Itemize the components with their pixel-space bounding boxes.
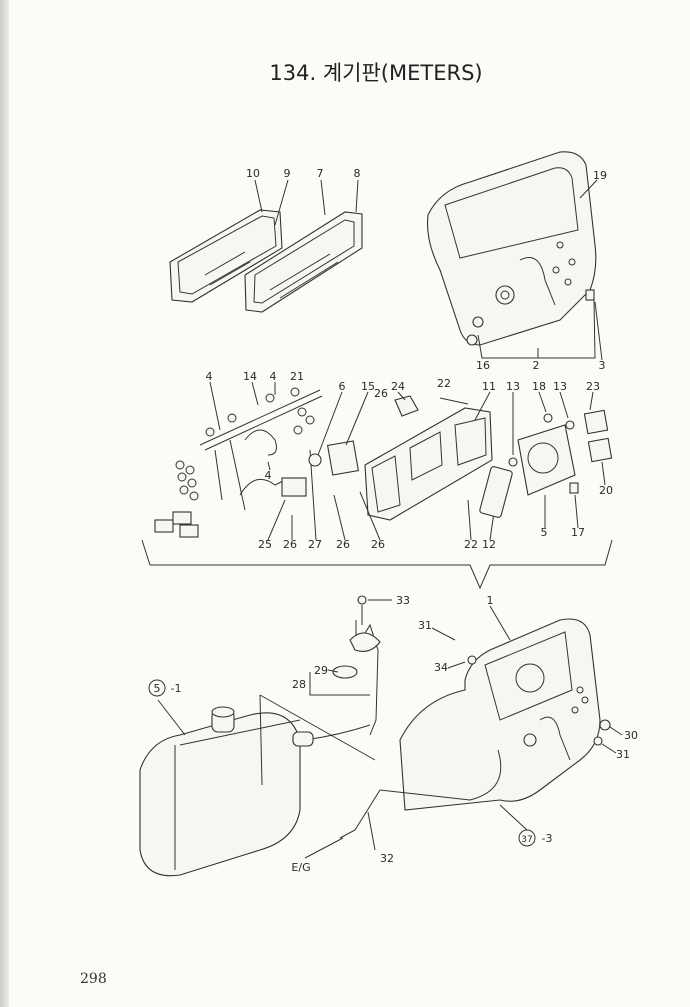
callout-9: 9	[284, 167, 291, 180]
callout-17: 17	[571, 526, 585, 539]
leader-lines-middle-right	[512, 391, 606, 529]
callout-20: 20	[599, 484, 613, 497]
callout-2: 2	[533, 359, 540, 372]
scan-edge	[0, 0, 9, 1007]
leader-lines-middle-center	[317, 391, 496, 541]
callout-circle-37	[518, 829, 536, 847]
leader-lines-middle-left	[209, 381, 317, 541]
fuel-sender-unit	[259, 595, 381, 786]
callout-37-ref: 37	[521, 835, 532, 845]
leader-lines-sender	[309, 599, 392, 696]
callout-19: 19	[593, 169, 607, 182]
callout-13-right: 13	[553, 380, 567, 393]
callout-4-harness: 4	[206, 370, 213, 383]
callout-28: 28	[292, 678, 306, 691]
callout-24: 24	[391, 380, 405, 393]
page-number: 298	[80, 971, 107, 987]
callout-22-top: 22	[437, 377, 451, 390]
dash-panel-assembly	[339, 618, 611, 839]
callout-18: 18	[532, 380, 546, 393]
callout-31-top: 31	[418, 619, 432, 632]
assembly-bracket	[141, 539, 613, 590]
callout-26-top: 26	[374, 387, 388, 400]
callout-21: 21	[290, 370, 304, 383]
callout-33: 33	[396, 594, 410, 607]
callout-1: 1	[487, 594, 494, 607]
callout-32: 32	[380, 852, 394, 865]
callout-29: 29	[314, 664, 328, 677]
callout-34: 34	[434, 661, 448, 674]
callout-26-bottom-2: 26	[336, 538, 350, 551]
callout-4-lower: 4	[265, 469, 272, 482]
meter-case	[308, 395, 493, 521]
callout-26-bottom-3: 26	[371, 538, 385, 551]
callout-27: 27	[308, 538, 322, 551]
callout-26-bottom-1: 26	[283, 538, 297, 551]
callout-circle-5	[148, 679, 166, 697]
leader-line-5-1	[157, 699, 186, 736]
callout-7: 7	[317, 167, 324, 180]
callout-23: 23	[586, 380, 600, 393]
callout-4-bulb: 4	[270, 370, 277, 383]
meter-cover	[426, 151, 597, 346]
gauge-and-indicators	[479, 409, 613, 518]
fuel-tank	[139, 706, 301, 877]
callout-5: 5	[541, 526, 548, 539]
callout-25: 25	[258, 538, 272, 551]
callout-8: 8	[354, 167, 361, 180]
callout-37-3: -3	[542, 832, 553, 845]
callout-5-1: -1	[171, 682, 182, 695]
callout-6: 6	[339, 380, 346, 393]
callout-5-ref: 5	[154, 682, 161, 695]
callout-12: 12	[482, 538, 496, 551]
wire-harness	[154, 387, 323, 538]
callout-31-bottom: 31	[616, 748, 630, 761]
callout-3: 3	[599, 359, 606, 372]
leader-lines-dash	[304, 605, 623, 859]
meter-panel-gaskets	[169, 209, 363, 313]
callout-16: 16	[476, 359, 490, 372]
callout-22-bottom: 22	[464, 538, 478, 551]
leader-lines-top	[254, 179, 359, 226]
leader-lines-cover	[477, 179, 603, 361]
diagram-title: 134. 계기판(METERS)	[269, 61, 482, 85]
callout-14: 14	[243, 370, 257, 383]
callout-15: 15	[361, 380, 375, 393]
callout-30: 30	[624, 729, 638, 742]
callout-11: 11	[482, 380, 496, 393]
callout-10: 10	[246, 167, 260, 180]
label-engine: E/G	[291, 861, 310, 874]
callout-13-left: 13	[506, 380, 520, 393]
